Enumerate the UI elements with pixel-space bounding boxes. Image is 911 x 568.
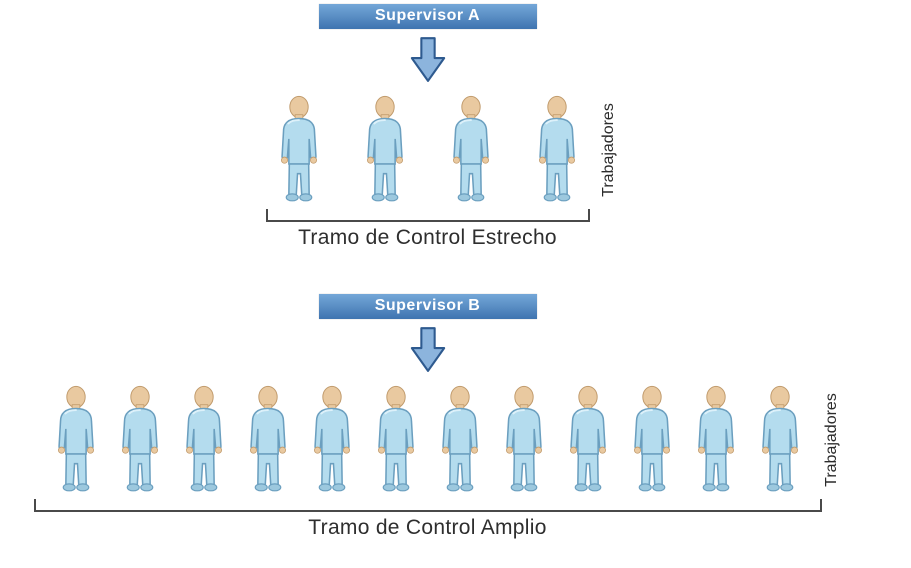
span-label-narrow: Tramo de Control Estrecho <box>298 226 557 249</box>
worker-icon <box>57 385 94 492</box>
worker-icon <box>505 385 542 492</box>
worker-icon <box>441 385 478 492</box>
span-bracket <box>265 209 590 222</box>
span-bracket <box>33 499 822 512</box>
narrow-span-section: Supervisor A <box>265 4 617 250</box>
narrow-workers-block: Trabajadores <box>270 94 617 206</box>
down-arrow-icon <box>409 36 447 84</box>
workers-row <box>47 384 809 496</box>
workers-axis-label: Trabajadores <box>599 103 617 197</box>
worker-icon <box>377 385 414 492</box>
worker-icon <box>366 95 403 202</box>
workers-row <box>270 94 586 206</box>
worker-icon <box>761 385 798 492</box>
worker-icon <box>280 95 317 202</box>
wide-workers-block: Trabajadores <box>47 384 840 496</box>
worker-icon <box>633 385 670 492</box>
worker-icon <box>249 385 286 492</box>
worker-icon <box>569 385 606 492</box>
worker-icon <box>697 385 734 492</box>
wide-span-section: Supervisor B <box>33 294 840 540</box>
supervisor-b-banner: Supervisor B <box>318 294 537 319</box>
worker-icon <box>538 95 575 202</box>
span-label-wide: Tramo de Control Amplio <box>308 516 547 539</box>
supervisor-a-banner: Supervisor A <box>318 4 537 29</box>
worker-icon <box>313 385 350 492</box>
worker-icon <box>121 385 158 492</box>
worker-icon <box>452 95 489 202</box>
down-arrow-icon <box>409 326 447 374</box>
worker-icon <box>185 385 222 492</box>
workers-axis-label: Trabajadores <box>822 393 840 487</box>
